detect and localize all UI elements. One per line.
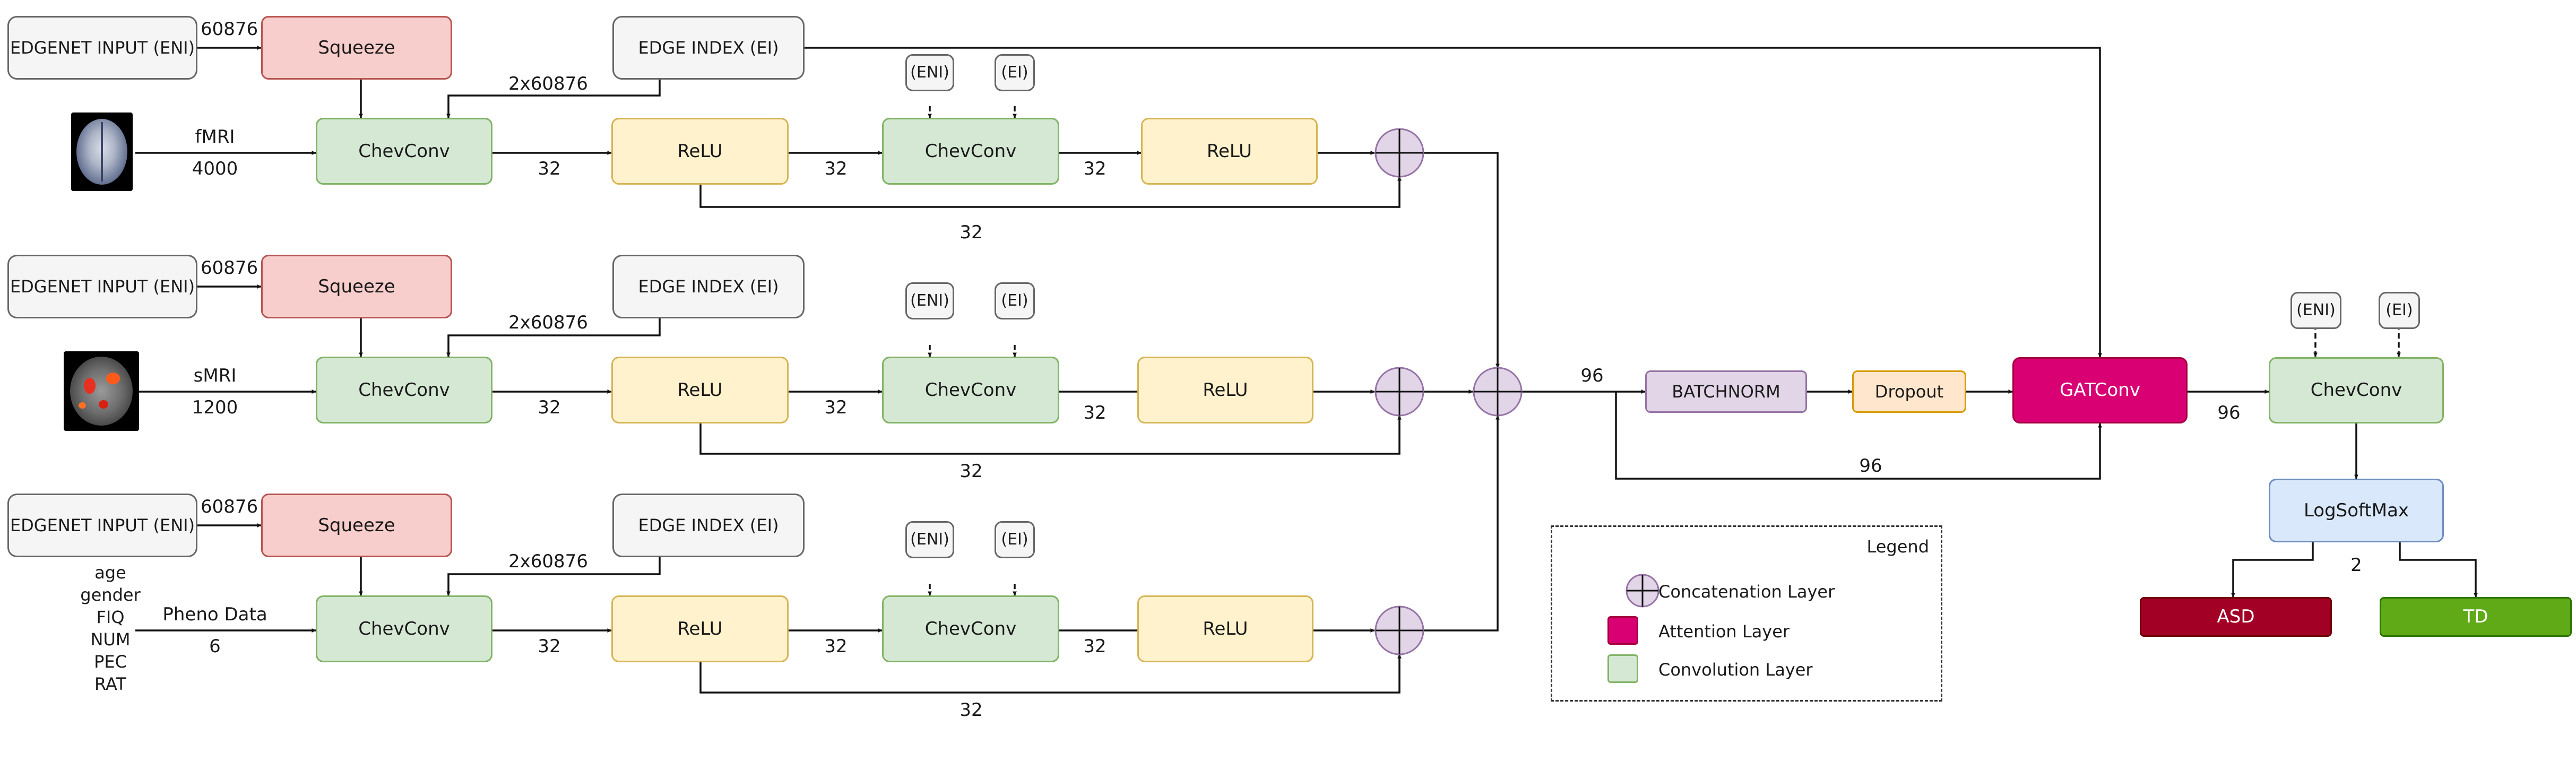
eni-tag: (ENI)	[905, 282, 954, 319]
ei-dim-label: 2x60876	[508, 312, 588, 333]
concat-dim-label: 96	[2217, 402, 2241, 423]
chevconv-node: ChevConv	[2269, 357, 2444, 423]
pheno-feature: NUM	[90, 629, 131, 650]
hidden-dim-label: 32	[824, 397, 848, 418]
hidden-dim-label: 32	[1083, 636, 1107, 657]
eni-tag: (ENI)	[905, 521, 954, 558]
edgenet-input-node: EDGENET INPUT (ENI)	[7, 255, 197, 318]
pheno-feature: PEC	[94, 652, 127, 672]
ei-tag: (EI)	[995, 521, 1035, 558]
eni-dim-label: 60876	[201, 19, 258, 40]
chevconv-node: ChevConv	[882, 357, 1059, 423]
hidden-dim-label: 32	[824, 158, 848, 179]
relu-node: ReLU	[611, 118, 789, 185]
squeeze-node: Squeeze	[261, 16, 452, 80]
class-dim-label: 2	[2350, 555, 2362, 576]
legend-label: Concatenation Layer	[1658, 582, 1835, 602]
hidden-dim-label: 32	[538, 397, 561, 418]
hidden-dim-label: 32	[959, 461, 983, 482]
hidden-dim-label: 32	[1083, 158, 1107, 179]
convolution-swatch	[1607, 654, 1638, 683]
eni-dim-label: 60876	[201, 257, 258, 279]
modality-label: Pheno Data	[162, 604, 267, 625]
pheno-feature: RAT	[94, 674, 126, 694]
eni-dim-label: 60876	[201, 496, 258, 517]
ei-dim-label: 2x60876	[508, 73, 588, 94]
hidden-dim-label: 32	[959, 222, 983, 243]
modality-label: sMRI	[193, 365, 237, 386]
dropout-node: Dropout	[1852, 370, 1966, 413]
ei-dim-label: 2x60876	[508, 551, 588, 572]
fmri-brain-image	[71, 113, 133, 191]
edge-index-node: EDGE INDEX (EI)	[612, 16, 805, 80]
attention-swatch	[1607, 616, 1638, 645]
chevconv-node: ChevConv	[316, 595, 492, 662]
legend: Legend Concatenation Layer Attention Lay…	[1551, 525, 1942, 702]
chevconv-node: ChevConv	[316, 357, 492, 423]
hidden-dim-label: 32	[1083, 402, 1107, 423]
td-output-node: TD	[2380, 597, 2572, 637]
modality-dim-label: 1200	[192, 397, 238, 418]
legend-title: Legend	[1866, 537, 1929, 557]
pheno-feature: age	[94, 563, 126, 583]
chevconv-node: ChevConv	[882, 118, 1059, 185]
ei-tag: (EI)	[995, 282, 1035, 319]
logsoftmax-node: LogSoftMax	[2269, 479, 2444, 542]
eni-tag: (ENI)	[2290, 292, 2341, 329]
hidden-dim-label: 32	[824, 636, 848, 657]
legend-label: Attention Layer	[1658, 621, 1790, 642]
chevconv-node: ChevConv	[316, 118, 492, 185]
edgenet-input-node: EDGENET INPUT (ENI)	[7, 16, 197, 80]
batchnorm-node: BATCHNORM	[1645, 370, 1807, 413]
modality-dim-label: 4000	[192, 158, 238, 179]
concat-dim-label: 96	[1859, 455, 1882, 477]
ei-tag: (EI)	[2379, 292, 2420, 329]
hidden-dim-label: 32	[538, 158, 561, 179]
hidden-dim-label: 32	[538, 636, 561, 657]
relu-node: ReLU	[611, 357, 789, 423]
pheno-feature: gender	[80, 585, 141, 605]
concat-dim-label: 96	[1580, 365, 1604, 386]
relu-node: ReLU	[1137, 357, 1313, 423]
pheno-feature: FIQ	[96, 607, 125, 627]
legend-label: Convolution Layer	[1658, 660, 1813, 680]
relu-node: ReLU	[1137, 595, 1313, 662]
smri-brain-image	[64, 351, 139, 431]
modality-label: fMRI	[195, 126, 235, 148]
modality-dim-label: 6	[209, 636, 221, 657]
relu-node: ReLU	[1141, 118, 1318, 185]
chevconv-node: ChevConv	[882, 595, 1059, 662]
relu-node: ReLU	[611, 595, 789, 662]
eni-tag: (ENI)	[905, 54, 954, 91]
pheno-feature-list: age gender FIQ NUM PEC RAT	[79, 561, 142, 695]
squeeze-node: Squeeze	[261, 255, 452, 318]
asd-output-node: ASD	[2140, 597, 2332, 637]
ei-tag: (EI)	[995, 54, 1035, 91]
edge-index-node: EDGE INDEX (EI)	[612, 494, 805, 557]
gatconv-node: GATConv	[2012, 357, 2188, 423]
edgenet-input-node: EDGENET INPUT (ENI)	[7, 494, 197, 557]
edge-index-node: EDGE INDEX (EI)	[612, 255, 805, 318]
hidden-dim-label: 32	[959, 699, 983, 721]
squeeze-node: Squeeze	[261, 494, 452, 557]
